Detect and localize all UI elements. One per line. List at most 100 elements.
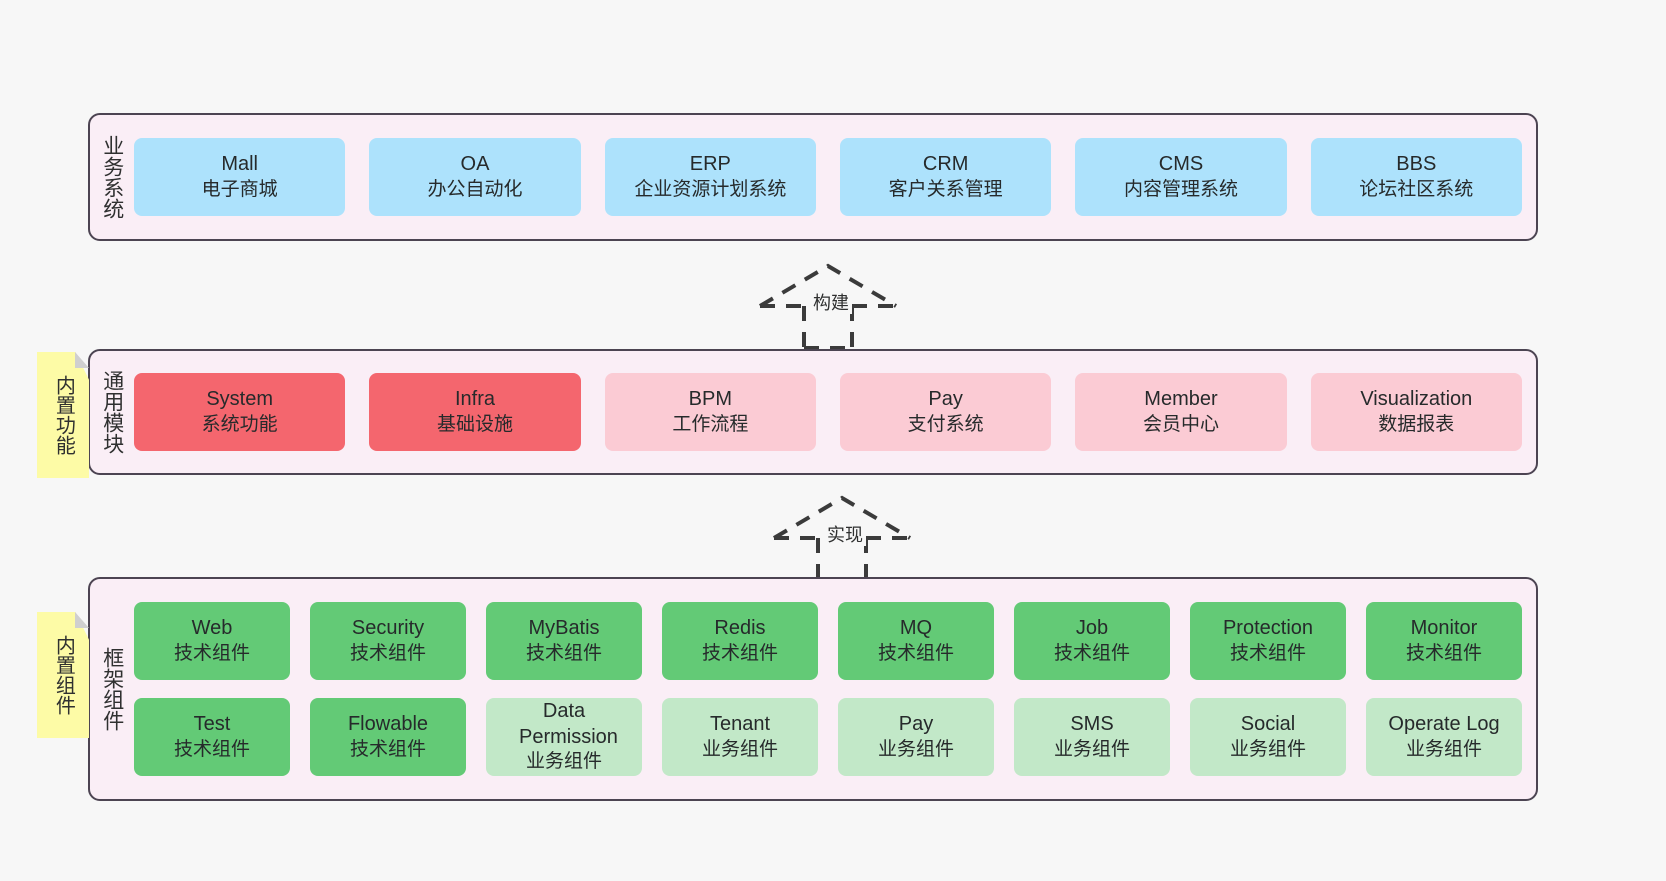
card-subtitle: 工作流程 — [672, 413, 749, 435]
card-monitor[interactable]: Monitor 技术组件 — [1366, 602, 1522, 680]
layer-body-common-module: System 系统功能 Infra 基础设施 BPM 工作流程 Pay 支付系统… — [134, 351, 1536, 473]
layer-title-common-module: 通用模块 — [100, 370, 124, 454]
layer-business-system: 业务系统 Mall 电子商城 OA 办公自动化 ERP 企业资源计划系统 CRM… — [88, 113, 1538, 241]
card-subtitle: 客户关系管理 — [888, 178, 1003, 200]
card-title: Pay — [928, 388, 963, 411]
card-social[interactable]: Social 业务组件 — [1190, 698, 1346, 776]
card-subtitle: 业务组件 — [701, 738, 778, 760]
card-subtitle: 技术组件 — [349, 642, 426, 664]
card-title: MyBatis — [528, 617, 600, 640]
card-bbs[interactable]: BBS 论坛社区系统 — [1310, 138, 1522, 216]
card-title: CMS — [1158, 153, 1204, 176]
card-subtitle: 技术组件 — [1405, 642, 1482, 664]
card-subtitle: 业务组件 — [877, 738, 954, 760]
card-subtitle: 基础设施 — [436, 413, 513, 435]
card-title: System — [206, 388, 273, 411]
card-operate-log[interactable]: Operate Log 业务组件 — [1366, 698, 1522, 776]
generalization-arrow-icon — [772, 495, 912, 582]
card-subtitle: 技术组件 — [173, 642, 250, 664]
card-protection[interactable]: Protection 技术组件 — [1190, 602, 1346, 680]
card-web[interactable]: Web 技术组件 — [134, 602, 290, 680]
card-row: System 系统功能 Infra 基础设施 BPM 工作流程 Pay 支付系统… — [134, 373, 1522, 451]
generalization-arrow-icon — [758, 263, 898, 350]
card-subtitle: 支付系统 — [907, 413, 984, 435]
sticky-note-label: 内置组件 — [52, 635, 75, 715]
card-row: Test 技术组件 Flowable 技术组件 Data Permission … — [134, 698, 1522, 776]
card-bpm[interactable]: BPM 工作流程 — [604, 373, 816, 451]
card-data-permission[interactable]: Data Permission 业务组件 — [486, 698, 642, 776]
card-pay-biz[interactable]: Pay 业务组件 — [838, 698, 994, 776]
card-subtitle: 技术组件 — [877, 642, 954, 664]
card-erp[interactable]: ERP 企业资源计划系统 — [604, 138, 816, 216]
card-infra[interactable]: Infra 基础设施 — [369, 373, 581, 451]
card-job[interactable]: Job 技术组件 — [1014, 602, 1170, 680]
card-title: ERP — [689, 153, 731, 176]
connector-label-build: 构建 — [810, 293, 852, 314]
card-subtitle: 论坛社区系统 — [1359, 178, 1474, 200]
connector-label-implement: 实现 — [824, 525, 866, 546]
connector-build: 构建 — [758, 262, 898, 350]
layer-body-business-system: Mall 电子商城 OA 办公自动化 ERP 企业资源计划系统 CRM 客户关系… — [134, 115, 1536, 239]
card-title: Visualization — [1360, 388, 1473, 411]
card-oa[interactable]: OA 办公自动化 — [369, 138, 581, 216]
card-title: Web — [191, 617, 233, 640]
card-subtitle: 业务组件 — [525, 751, 602, 773]
card-title: Mall — [221, 153, 258, 176]
card-subtitle: 数据报表 — [1378, 413, 1455, 435]
card-redis[interactable]: Redis 技术组件 — [662, 602, 818, 680]
card-pay[interactable]: Pay 支付系统 — [839, 373, 1052, 451]
card-member[interactable]: Member 会员中心 — [1075, 373, 1287, 451]
card-title: MQ — [899, 617, 933, 640]
card-title: Test — [193, 713, 231, 736]
card-visualization[interactable]: Visualization 数据报表 — [1310, 373, 1522, 451]
card-title: Redis — [714, 617, 766, 640]
card-subtitle: 企业资源计划系统 — [634, 178, 787, 200]
card-title: BBS — [1396, 153, 1437, 176]
card-title: BPM — [688, 388, 732, 411]
card-system[interactable]: System 系统功能 — [134, 373, 346, 451]
card-tenant[interactable]: Tenant 业务组件 — [662, 698, 818, 776]
card-mall[interactable]: Mall 电子商城 — [134, 138, 346, 216]
layer-title-business-system: 业务系统 — [100, 135, 124, 219]
card-title: Security — [351, 617, 425, 640]
card-title: Tenant — [709, 713, 771, 736]
card-title: Protection — [1222, 617, 1314, 640]
card-title: Social — [1240, 713, 1296, 736]
card-title: Data Permission — [519, 700, 618, 748]
card-subtitle: 技术组件 — [1053, 642, 1130, 664]
sticky-note-label: 内置功能 — [52, 375, 75, 455]
card-crm[interactable]: CRM 客户关系管理 — [839, 138, 1052, 216]
card-title: Infra — [454, 388, 495, 411]
card-title: Monitor — [1410, 617, 1478, 640]
layer-common-module: 通用模块 System 系统功能 Infra 基础设施 BPM 工作流程 Pay… — [88, 349, 1538, 475]
card-sms[interactable]: SMS 业务组件 — [1014, 698, 1170, 776]
card-row: Web 技术组件 Security 技术组件 MyBatis 技术组件 Redi… — [134, 602, 1522, 680]
card-subtitle: 业务组件 — [1405, 738, 1482, 760]
card-cms[interactable]: CMS 内容管理系统 — [1075, 138, 1287, 216]
sticky-note-fold-icon — [75, 352, 89, 368]
card-subtitle: 电子商城 — [201, 178, 278, 200]
card-subtitle: 业务组件 — [1053, 738, 1130, 760]
card-subtitle: 技术组件 — [701, 642, 778, 664]
card-flowable[interactable]: Flowable 技术组件 — [310, 698, 466, 776]
card-title: OA — [460, 153, 490, 176]
layer-framework-component: 框架组件 Web 技术组件 Security 技术组件 MyBatis 技术组件… — [88, 577, 1538, 801]
card-security[interactable]: Security 技术组件 — [310, 602, 466, 680]
card-title: Job — [1075, 617, 1109, 640]
sticky-note-fold-icon — [75, 612, 89, 628]
card-subtitle: 业务组件 — [1229, 738, 1306, 760]
card-mq[interactable]: MQ 技术组件 — [838, 602, 994, 680]
card-subtitle: 技术组件 — [349, 738, 426, 760]
card-title: Flowable — [347, 713, 429, 736]
card-subtitle: 内容管理系统 — [1123, 178, 1238, 200]
card-test[interactable]: Test 技术组件 — [134, 698, 290, 776]
card-row: Mall 电子商城 OA 办公自动化 ERP 企业资源计划系统 CRM 客户关系… — [134, 138, 1522, 216]
layer-title-framework-component: 框架组件 — [100, 647, 124, 731]
card-subtitle: 会员中心 — [1142, 413, 1219, 435]
card-mybatis[interactable]: MyBatis 技术组件 — [486, 602, 642, 680]
card-title: CRM — [922, 153, 969, 176]
card-title: SMS — [1070, 713, 1114, 736]
sticky-note-builtin-feature: 内置功能 — [37, 352, 89, 478]
card-subtitle: 办公自动化 — [427, 178, 523, 200]
sticky-note-builtin-component: 内置组件 — [37, 612, 89, 738]
